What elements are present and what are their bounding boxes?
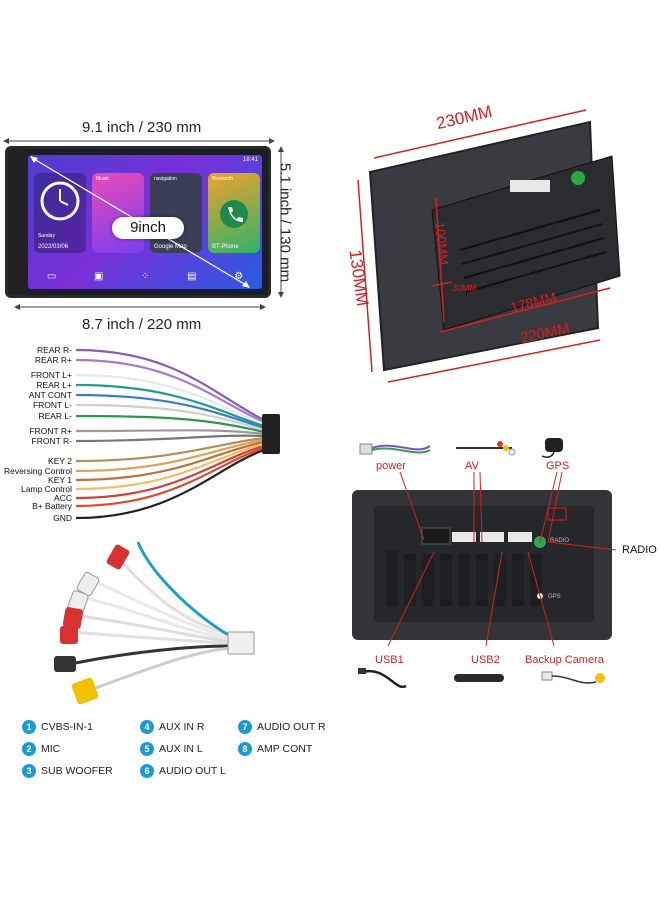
legend-label: CVBS-IN-1: [41, 721, 93, 733]
navigation-card: navigation Google Map: [150, 173, 202, 253]
gps-port-text: GPS: [548, 594, 561, 600]
legend-item-1: 1 CVBS-IN-1: [22, 720, 93, 734]
legend-label: AUX IN L: [159, 743, 203, 755]
legend-label: SUB WOOFER: [41, 765, 113, 777]
av-cable-icon: [456, 441, 516, 456]
screen-time: 18:41: [242, 157, 258, 163]
legend-label: AUX IN R: [159, 721, 205, 733]
bt-phone-label: BT-Phone: [212, 244, 239, 250]
apps-icon: ⁘: [141, 270, 150, 282]
bottom-width-arrow: [14, 304, 266, 310]
screen-display: 18:41 Sunday 2022/03/06 Music navigation…: [28, 155, 262, 289]
wire-label: REAR L-: [38, 411, 72, 421]
screen-sidebar: [8, 149, 28, 295]
legend-label: AUDIO OUT R: [257, 721, 326, 733]
gps-antenna-icon: [541, 438, 563, 458]
wire-label: KEY 1: [48, 475, 72, 485]
radio-port-text: RADIO: [550, 538, 570, 544]
backup-camera-label: Backup Camera: [525, 654, 604, 666]
bluetooth-card: Bluetooth BT-Phone: [208, 173, 260, 253]
phone-icon: [220, 200, 248, 228]
wire-label: B+ Battery: [32, 501, 72, 511]
back-unit-drawing: [357, 109, 621, 383]
legend-label: MIC: [41, 743, 61, 755]
diagonal-size-label: 9inch: [112, 217, 184, 239]
legend-number: 2: [22, 742, 36, 756]
gps-label: GPS: [546, 460, 570, 472]
radio-icon: ▤: [187, 270, 197, 282]
music-card-label: Music: [96, 176, 110, 182]
legend-item-8: 8 AMP CONT: [238, 742, 312, 756]
clock-day: Sunday: [38, 233, 55, 239]
legend-item-5: 5 AUX IN L: [140, 742, 203, 756]
legend-item-2: 2 MIC: [22, 742, 60, 756]
bottom-width-dimension: 8.7 inch / 220 mm: [82, 316, 202, 333]
head-unit-screen: 18:41 Sunday 2022/03/06 Music navigation…: [5, 146, 271, 298]
wire-label: Lamp Control: [20, 484, 72, 494]
legend-item-6: 6 AUDIO OUT L: [140, 764, 226, 778]
legend-number: 3: [22, 764, 36, 778]
legend-item-3: 3 SUB WOOFER: [22, 764, 113, 778]
wire-label: Reversing Control: [3, 466, 72, 476]
legend-number: 1: [22, 720, 36, 734]
wire-harness-drawing: [75, 348, 280, 520]
power-cable-icon: [359, 443, 431, 455]
usb2-label: USB2: [471, 654, 500, 666]
legend-number: 5: [140, 742, 154, 756]
screen-dock: ▭ ▣ ⁘ ▤ ⚙: [28, 267, 262, 285]
settings-icon: ⚙: [234, 270, 244, 282]
wire-label: REAR R-: [37, 345, 72, 355]
wire-label: FRONT L+: [30, 370, 72, 380]
legend-number: 8: [238, 742, 252, 756]
wire-label: FRONT R-: [31, 436, 72, 446]
rca-cable-drawing: [54, 541, 255, 705]
wire-label: ANT CONT: [28, 390, 72, 400]
wire-label: REAR R+: [34, 355, 72, 365]
back-depth: 30MM: [452, 283, 478, 293]
wire-label: ACC: [54, 493, 72, 503]
clock-icon: [40, 181, 80, 221]
top-width-arrow: [3, 138, 275, 144]
bluetooth-card-label: Bluetooth: [212, 176, 234, 182]
navigation-card-label: navigation: [154, 176, 177, 182]
legend-number: 6: [140, 764, 154, 778]
wire-label: GND: [53, 513, 72, 523]
usb2-cable-icon: [454, 674, 504, 682]
top-width-dimension: 9.1 inch / 230 mm: [82, 119, 202, 136]
callout-lines: [387, 472, 617, 647]
google-map-label: Google Map: [154, 244, 187, 250]
legend-number: 4: [140, 720, 154, 734]
height-dimension: 5.1 inch / 130 mm: [276, 162, 294, 283]
backup-camera-cable-icon: [541, 671, 605, 684]
legend-label: AMP CONT: [257, 743, 313, 755]
legend-item-7: 7 AUDIO OUT R: [238, 720, 326, 734]
power-label: power: [376, 460, 406, 472]
wire-label: KEY 2: [48, 456, 72, 466]
legend-item-4: 4 AUX IN R: [140, 720, 205, 734]
wire-label: FRONT R+: [29, 426, 72, 436]
right-height-arrow: [278, 146, 284, 298]
usb1-cable-icon: [358, 668, 407, 689]
music-card: Music: [92, 173, 144, 253]
image-icon: ▣: [93, 270, 104, 282]
usb1-label: USB1: [375, 654, 404, 666]
folder-icon: ▭: [46, 270, 57, 282]
clock-date: 2022/03/06: [38, 244, 69, 250]
radio-label: RADIO: [622, 544, 657, 556]
legend-label: AUDIO OUT L: [159, 765, 226, 777]
clock-card: Sunday 2022/03/06: [34, 173, 86, 253]
wire-label: REAR L+: [36, 380, 72, 390]
wire-label: FRONT L-: [32, 400, 72, 410]
legend-number: 7: [238, 720, 252, 734]
av-label: AV: [465, 460, 479, 472]
